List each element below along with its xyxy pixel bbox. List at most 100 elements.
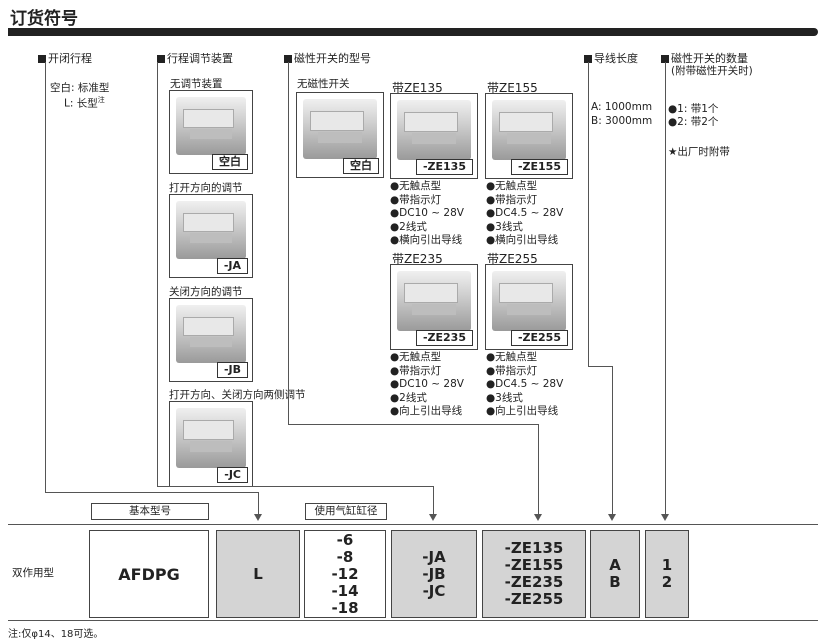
- connector-line: [157, 62, 158, 487]
- gripper-photo: [176, 201, 246, 259]
- adjust-code: -JB: [422, 564, 446, 583]
- qty-note: ★出厂时附带: [668, 146, 730, 158]
- gripper-photo: [176, 305, 246, 363]
- stroke-option-standard: 空白: 标准型: [50, 80, 109, 95]
- section-lead-heading: 导线长度: [584, 50, 638, 66]
- arrow-down-icon: [534, 514, 542, 521]
- option-tag: -JC: [217, 467, 248, 483]
- spec-line: ●2线式: [390, 391, 427, 404]
- connector-line: [288, 62, 289, 425]
- switch-specs-ze235: ●无触点型 ●带指示灯 ●DC10 ~ 28V ●2线式 ●向上引出导线: [390, 351, 464, 419]
- bore-code: -8: [336, 547, 354, 566]
- row-label: 双作用型: [12, 567, 54, 579]
- switch-specs-ze135: ●无触点型 ●带指示灯 ●DC10 ~ 28V ●2线式 ●横向引出导线: [390, 180, 464, 248]
- switch-image-ze135: -ZE135: [390, 93, 478, 179]
- stroke-option-long: L: 长型注: [64, 95, 105, 111]
- gripper-photo: [176, 97, 246, 155]
- switch-caption: 带ZE155: [487, 81, 538, 95]
- switch-code: -ZE135: [504, 539, 564, 557]
- connector-line: [538, 424, 539, 516]
- adjust-caption: 打开方向的调节: [169, 182, 243, 194]
- connector-line: [157, 486, 433, 487]
- model-code-box: AFDPG: [89, 530, 209, 618]
- spec-line: ●带指示灯: [390, 364, 442, 377]
- lead-code-box: A B: [590, 530, 640, 618]
- adjust-code-box: -JA -JB -JC: [391, 530, 477, 618]
- bore-code-box: -6 -8 -12 -14 -18: [304, 530, 386, 618]
- stroke-option-key: L:: [64, 97, 74, 110]
- connector-line: [588, 62, 589, 367]
- spec-line: ●DC4.5 ~ 28V: [486, 207, 564, 219]
- footnote: 注:仅φ14、18可选。: [8, 629, 104, 640]
- spec-line: ●无触点型: [486, 351, 538, 363]
- switch-specs-ze155: ●无触点型 ●带指示灯 ●DC4.5 ~ 28V ●3线式 ●横向引出导线: [486, 180, 563, 248]
- spec-line: ●向上引出导线: [390, 405, 463, 417]
- connector-line: [45, 492, 258, 493]
- adjust-code: -JA: [422, 547, 446, 566]
- stroke-option-value: 长型: [76, 97, 98, 110]
- switch-code: -ZE155: [504, 556, 564, 574]
- qty-option-two: ●2: 带2个: [668, 116, 719, 128]
- spec-line: ●3线式: [486, 220, 523, 233]
- switch-image-ze155: -ZE155: [485, 93, 573, 179]
- switch-caption: 带ZE135: [392, 81, 443, 95]
- arrow-down-icon: [429, 514, 437, 521]
- option-tag: -ZE155: [510, 159, 568, 175]
- spec-line: ●带指示灯: [486, 364, 538, 377]
- spec-line: ●无触点型: [486, 180, 538, 192]
- spec-line: ●DC10 ~ 28V: [390, 207, 464, 219]
- section-switch-heading: 磁性开关的型号: [284, 50, 371, 66]
- bore-code: -18: [331, 598, 359, 617]
- adjust-caption: 打开方向、关闭方向两侧调节: [169, 389, 306, 401]
- gripper-photo: [176, 408, 246, 468]
- connector-line: [45, 62, 46, 493]
- lead-option-b: B: 3000mm: [591, 115, 653, 127]
- switch-specs-ze255: ●无触点型 ●带指示灯 ●DC4.5 ~ 28V ●3线式 ●向上引出导线: [486, 351, 563, 419]
- spec-line: ●带指示灯: [486, 193, 538, 206]
- connector-line: [612, 366, 613, 516]
- option-tag: -JB: [216, 362, 248, 378]
- qty-code: 1: [661, 556, 673, 574]
- switch-image-none: 空白: [296, 92, 384, 178]
- connector-line: [665, 62, 666, 516]
- switch-code: -ZE255: [504, 590, 564, 608]
- spec-line: ●DC4.5 ~ 28V: [486, 378, 564, 390]
- qty-subheading: (附带磁性开关时): [671, 65, 753, 77]
- switch-image-ze235: -ZE235: [390, 264, 478, 350]
- spec-line: ●带指示灯: [390, 193, 442, 206]
- spec-line: ●向上引出导线: [486, 405, 559, 417]
- spec-line: ●3线式: [486, 391, 523, 404]
- bore-code: -12: [331, 564, 359, 583]
- connector-line: [258, 492, 259, 516]
- gripper-photo: [397, 100, 471, 160]
- row-bottom-border: [8, 620, 818, 621]
- spec-line: ●无触点型: [390, 180, 442, 192]
- arrow-down-icon: [608, 514, 616, 521]
- switch-code: -ZE235: [504, 573, 564, 591]
- switch-code-box: -ZE135 -ZE155 -ZE235 -ZE255: [482, 530, 586, 618]
- arrow-down-icon: [254, 514, 262, 521]
- gripper-photo: [492, 100, 566, 160]
- model-code: AFDPG: [118, 564, 180, 584]
- spec-line: ●无触点型: [390, 351, 442, 363]
- bore-size-label: 使用气缸缸径: [305, 503, 387, 520]
- basic-model-label: 基本型号: [91, 503, 209, 520]
- lead-option-a: A: 1000mm: [591, 101, 653, 113]
- stroke-option-value: 标准型: [77, 82, 110, 94]
- qty-code: 2: [661, 573, 673, 591]
- stroke-code: L: [253, 564, 263, 583]
- switch-image-ze255: -ZE255: [485, 264, 573, 350]
- page-title: 订货符号: [10, 9, 78, 29]
- spec-line: ●DC10 ~ 28V: [390, 378, 464, 390]
- arrow-down-icon: [661, 514, 669, 521]
- qty-option-one: ●1: 带1个: [668, 103, 719, 115]
- stroke-option-key: 空白:: [50, 82, 75, 94]
- connector-line: [588, 366, 612, 367]
- bore-code: -6: [336, 530, 354, 549]
- adjust-caption: 无调节装置: [170, 78, 223, 90]
- section-adjust-heading: 行程调节装置: [157, 50, 233, 66]
- option-tag: -ZE235: [415, 330, 473, 346]
- switch-caption: 带ZE255: [487, 252, 538, 266]
- qty-code-box: 1 2: [645, 530, 689, 618]
- row-top-border: [8, 524, 818, 525]
